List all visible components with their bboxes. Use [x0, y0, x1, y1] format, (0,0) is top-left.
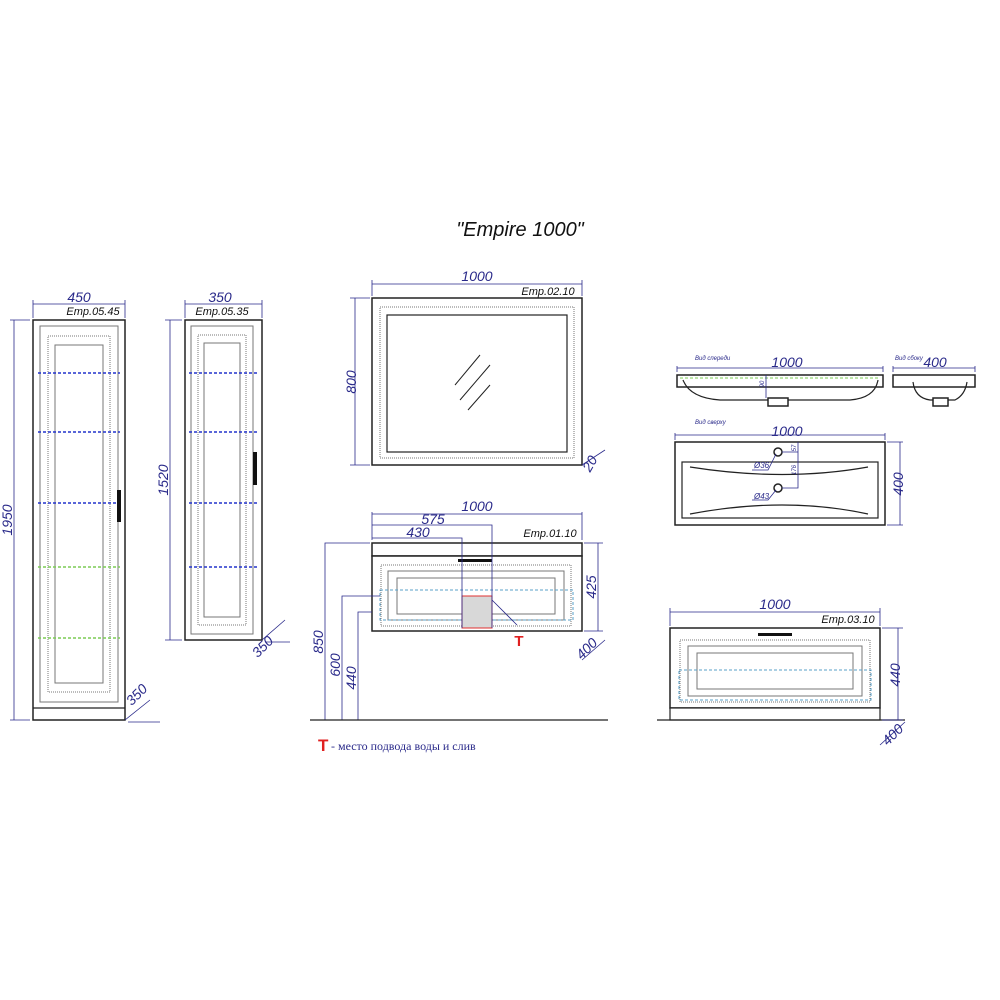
drawer-handle [458, 559, 492, 562]
product-code: Emp.05.45 [66, 306, 120, 318]
dim-430: 430 [406, 524, 430, 540]
drawer-handle [758, 633, 792, 636]
base-cabinet-emp-03-10: 1000 Emp.03.10 440 400 [657, 596, 907, 748]
mirror-emp-02-10: 1000 Emp.02.10 800 20 [343, 268, 606, 476]
dim-850: 850 [310, 630, 326, 654]
dim-side-width: 400 [923, 354, 947, 370]
dim-top-width: 1000 [771, 423, 802, 439]
water-connection-zone [461, 595, 493, 629]
hole-diameter-43: Ø43 [753, 492, 770, 501]
product-code: Emp.02.10 [521, 286, 575, 298]
dim-height: 1950 [0, 504, 15, 535]
legend-marker: T [318, 736, 329, 755]
dim-width: 450 [67, 289, 91, 305]
drawing-title: "Empire 1000" [456, 219, 584, 241]
dim-front-90: 90 [760, 380, 766, 387]
top-view-label: Вид сверху [695, 420, 727, 426]
connection-marker: T [514, 633, 523, 650]
door-handle [117, 490, 121, 522]
product-code: Emp.05.35 [195, 306, 249, 318]
dim-height: 800 [343, 370, 359, 394]
dim-57: 57 [792, 444, 798, 451]
tall-cabinet-emp-05-35: 350 Emp.05.35 1520 350 [155, 289, 290, 660]
dim-depth: 400 [573, 634, 601, 662]
dim-width: 1000 [461, 498, 492, 514]
side-view-label: Вид сбоку [895, 356, 924, 362]
sink-views: Вид спереди 1000 90 Вид сбоку 400 Вид св… [674, 354, 976, 526]
dim-height: 440 [887, 663, 903, 687]
dim-height: 425 [583, 575, 599, 599]
tall-cabinet-emp-05-45: 450 Emp.05.45 1950 350 [0, 289, 160, 723]
vanity-emp-01-10: 1000 575 430 Emp.01.10 425 400 850 600 4… [310, 498, 608, 721]
dim-front-width: 1000 [771, 354, 802, 370]
dim-440: 440 [343, 666, 359, 690]
glass-reflection-icon [454, 354, 491, 411]
front-view-label: Вид спереди [695, 356, 731, 362]
hole-diameter-36: Ø36 [753, 461, 770, 470]
dim-width: 1000 [759, 596, 790, 612]
product-code: Emp.01.10 [523, 528, 577, 540]
dim-depth: 350 [123, 680, 151, 708]
dim-depth: 20 [578, 453, 600, 476]
dim-height: 1520 [155, 464, 171, 495]
dim-width: 1000 [461, 268, 492, 284]
dim-176: 176 [792, 464, 798, 475]
dim-575: 575 [421, 511, 445, 527]
legend: T - место подвода воды и слив [318, 736, 476, 755]
legend-text: - место подвода воды и слив [331, 739, 476, 753]
dim-width: 350 [208, 289, 232, 305]
dim-600: 600 [327, 653, 343, 677]
product-code: Emp.03.10 [821, 614, 875, 626]
dim-top-depth: 400 [890, 472, 906, 496]
door-handle [253, 452, 257, 485]
